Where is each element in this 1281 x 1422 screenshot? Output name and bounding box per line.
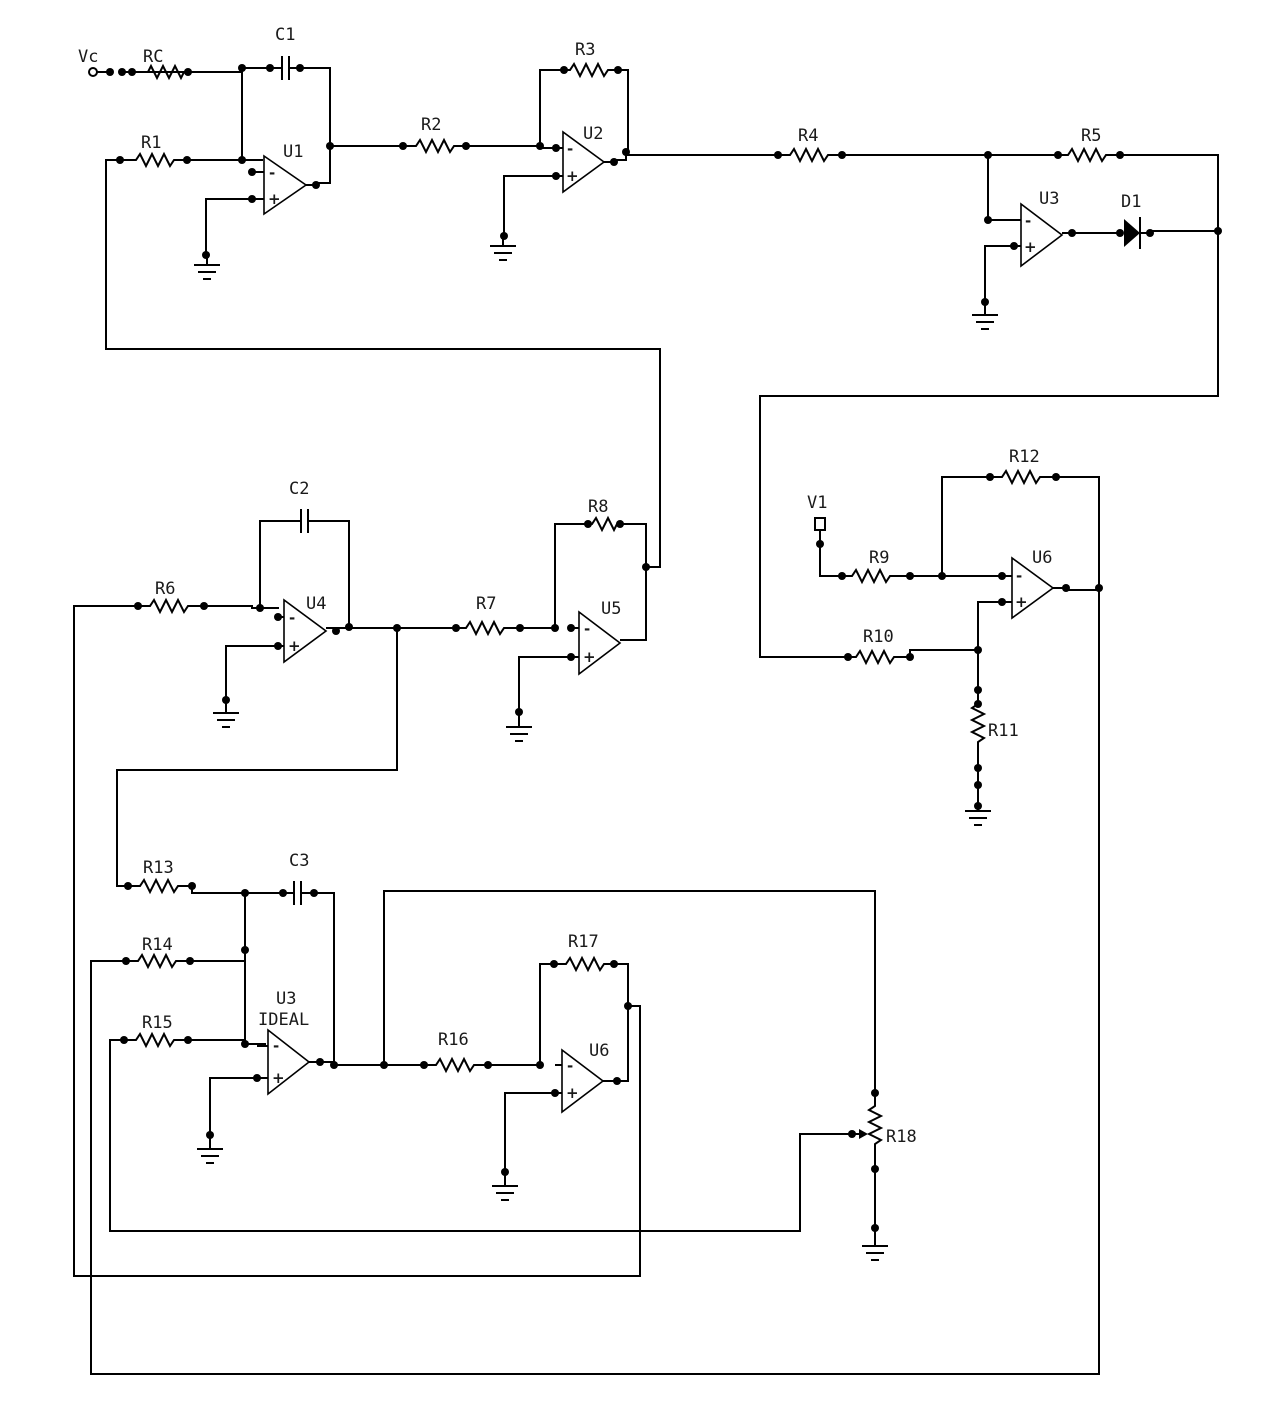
- label-r8: R8: [588, 497, 608, 517]
- opamp-u3-ideal: [257, 1028, 320, 1096]
- opamp-u5: [571, 610, 632, 676]
- minus-sign: -: [289, 609, 295, 627]
- resistor-r5: [1058, 146, 1120, 164]
- label-u4: U4: [306, 594, 326, 614]
- label-v1: V1: [807, 493, 827, 513]
- resistor-r12: [990, 468, 1056, 486]
- minus-sign: -: [269, 164, 275, 182]
- label-rc: RC: [143, 47, 163, 67]
- plus-sign: +: [272, 1069, 285, 1087]
- label-r17: R17: [568, 932, 599, 952]
- minus-sign: -: [584, 620, 590, 638]
- resistor-r9: [842, 567, 910, 585]
- label-ideal: IDEAL: [258, 1010, 309, 1030]
- label-c3: C3: [289, 851, 309, 871]
- label-u3-ideal: U3: [276, 989, 296, 1009]
- minus-sign: -: [567, 1057, 573, 1075]
- resistor-r1: [120, 151, 187, 169]
- terminal-vc: [88, 67, 110, 77]
- opamp-u3-top: [1014, 202, 1072, 268]
- resistor-r6: [138, 597, 204, 615]
- plus-sign: +: [1024, 238, 1037, 256]
- ground-icon: [972, 302, 998, 330]
- minus-sign: -: [567, 140, 573, 158]
- ground-icon: [197, 1135, 223, 1164]
- resistor-r15: [124, 1031, 188, 1049]
- label-u2: U2: [583, 124, 603, 144]
- label-r5: R5: [1081, 126, 1101, 146]
- label-d1: D1: [1121, 192, 1141, 212]
- label-r7: R7: [476, 594, 496, 614]
- ground-icon: [506, 712, 532, 742]
- label-r3: R3: [575, 40, 595, 60]
- label-r12: R12: [1009, 447, 1040, 467]
- label-r2: R2: [421, 115, 441, 135]
- plus-sign: +: [566, 1084, 579, 1102]
- ground-icon: [492, 1172, 518, 1201]
- label-r1: R1: [141, 133, 161, 153]
- ground-icon: [862, 1228, 888, 1261]
- capacitors: [270, 56, 318, 905]
- plus-sign: +: [268, 190, 281, 208]
- plus-sign: +: [1015, 593, 1028, 611]
- ground-icon: [194, 256, 220, 280]
- label-vc: Vc: [78, 47, 98, 67]
- label-r6: R6: [155, 579, 175, 599]
- resistor-r10: [848, 648, 911, 666]
- terminal-v1: [814, 517, 826, 544]
- label-r16: R16: [438, 1030, 469, 1050]
- resistor-r8: [588, 515, 620, 533]
- plus-sign: +: [288, 637, 301, 655]
- label-u6-bottom: U6: [589, 1041, 609, 1061]
- label-u1: U1: [283, 142, 303, 162]
- junction-dots: [106, 64, 1222, 1232]
- grounds: [194, 238, 998, 1261]
- label-c1: C1: [275, 25, 295, 45]
- label-r13: R13: [143, 858, 174, 878]
- label-r15: R15: [142, 1013, 173, 1033]
- plus-sign: +: [566, 167, 579, 185]
- resistor-r16: [424, 1056, 488, 1074]
- resistor-r14: [126, 952, 190, 970]
- resistor-r7: [456, 619, 520, 637]
- capacitor-c3: [283, 881, 314, 905]
- minus-sign: -: [1025, 212, 1031, 230]
- opamps: [252, 130, 1072, 1114]
- wires: [73, 67, 1219, 1375]
- resistor-r4: [778, 146, 842, 164]
- capacitor-c1: [270, 56, 300, 80]
- label-r4: R4: [798, 126, 818, 146]
- plus-sign: +: [583, 648, 596, 666]
- minus-sign: -: [1016, 567, 1022, 585]
- resistor-r17: [554, 955, 614, 973]
- ground-icon: [965, 806, 991, 826]
- potentiometer-r18: [866, 1093, 884, 1169]
- label-r11: R11: [988, 721, 1019, 741]
- opamp-pin-signs: - + - + - + - + - + - + - + - +: [268, 140, 1037, 1102]
- label-r18: R18: [886, 1127, 917, 1147]
- resistor-r13: [128, 877, 193, 895]
- label-u5: U5: [601, 599, 621, 619]
- ground-icon: [490, 238, 516, 261]
- label-u3-top: U3: [1039, 189, 1059, 209]
- resistor-r2: [403, 137, 466, 155]
- label-r9: R9: [869, 548, 889, 568]
- ground-icon: [213, 700, 239, 728]
- label-r10: R10: [863, 627, 894, 647]
- label-c2: C2: [289, 479, 309, 499]
- labels: Vc RC C1 R1 U1 R2 R3 U2 R4 R5 U3 D1 C2 R…: [78, 25, 1141, 1147]
- wiper-arrow-icon: [859, 1129, 868, 1139]
- resistor-rc: [132, 63, 188, 81]
- capacitor-c2: [290, 509, 318, 533]
- resistor-r3: [564, 61, 618, 79]
- label-u6-right: U6: [1032, 548, 1052, 568]
- label-r14: R14: [142, 935, 173, 955]
- opamp-u1: [252, 154, 316, 216]
- minus-sign: -: [273, 1037, 279, 1055]
